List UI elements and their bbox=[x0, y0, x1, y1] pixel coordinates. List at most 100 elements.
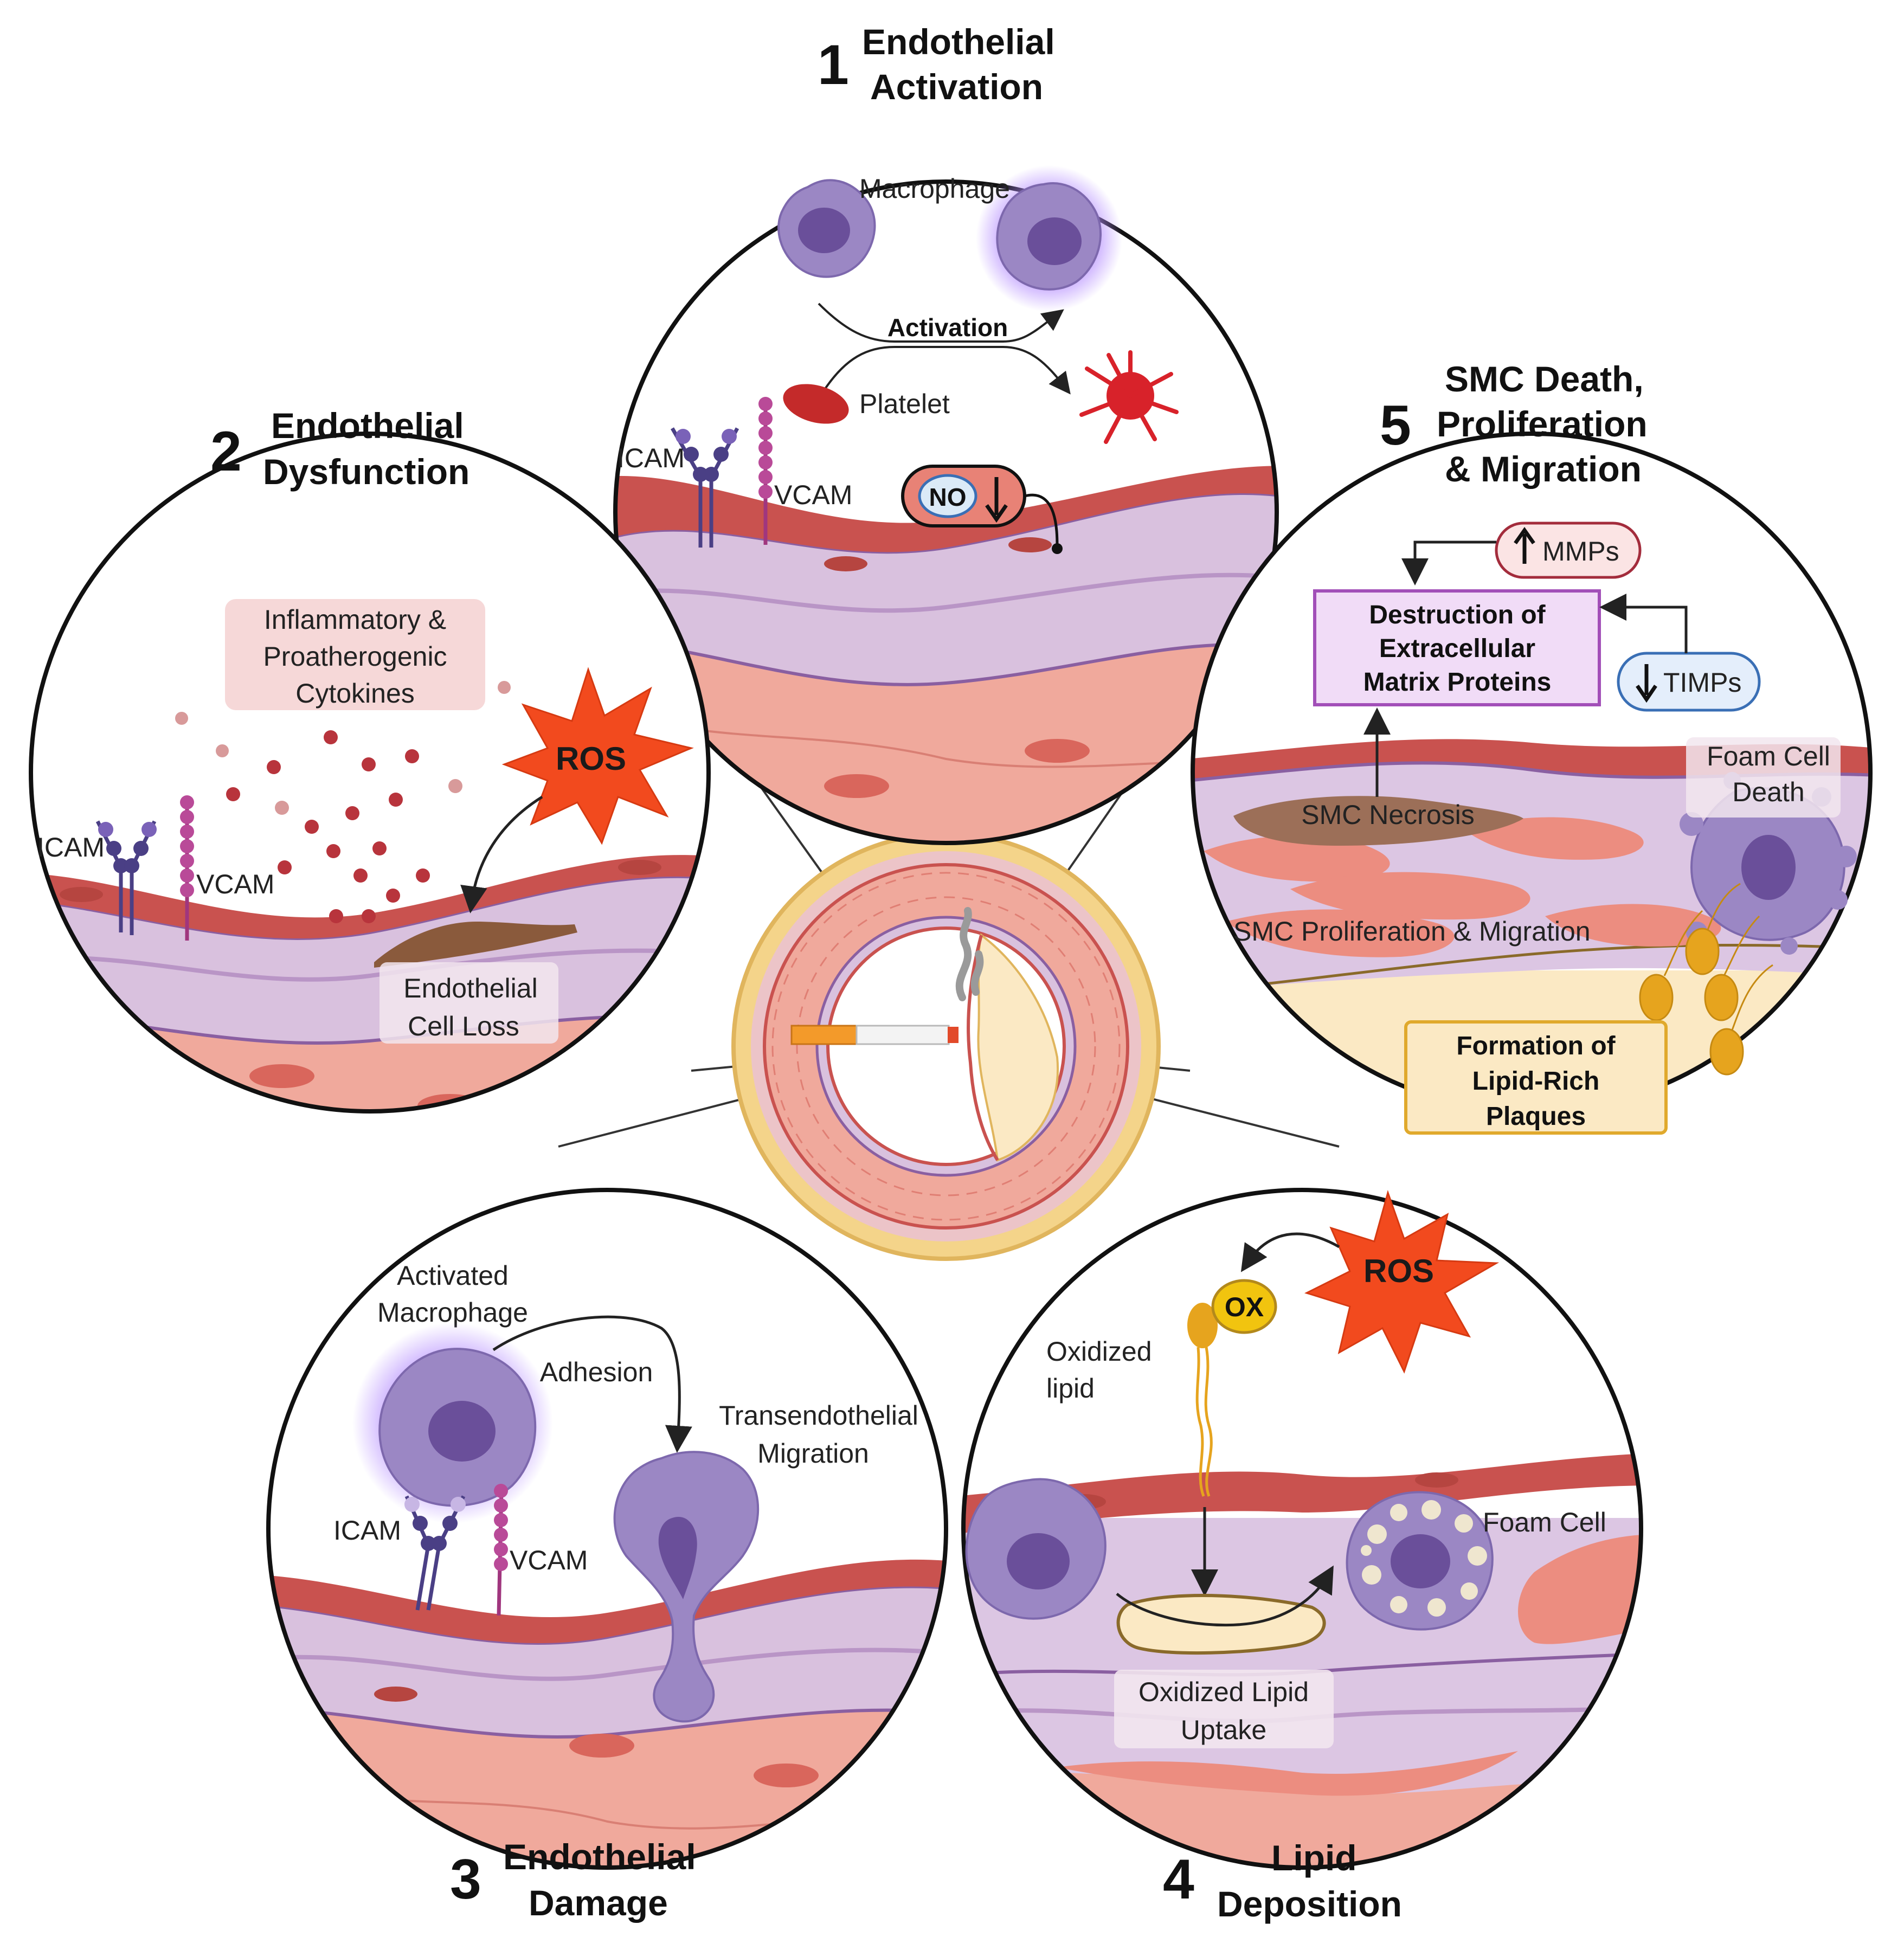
cytokines-label-box bbox=[225, 599, 485, 710]
activated-macrophage-label-line-1: Activated bbox=[397, 1260, 509, 1291]
foam-cell-label: Foam Cell bbox=[1483, 1507, 1606, 1537]
ecm-destruction-line-1: Destruction of bbox=[1369, 601, 1546, 629]
cigarette-icon bbox=[790, 1025, 959, 1045]
macrophage-label: Macrophage bbox=[859, 173, 1010, 204]
vcam-molecule bbox=[758, 397, 773, 545]
timps-badge: TIMPs bbox=[1617, 652, 1761, 712]
vcam-label-1: VCAM bbox=[774, 480, 852, 510]
ros-starburst: ROS bbox=[1304, 1190, 1500, 1374]
macrophage-cell bbox=[965, 1478, 1107, 1620]
smc-prolif-label: SMC Proliferation & Migration bbox=[1233, 916, 1591, 947]
panel-3-title-line-2: Damage bbox=[529, 1883, 668, 1923]
panel-2-title-line-1: Endothelial bbox=[271, 406, 464, 446]
activated-macrophage-cell bbox=[378, 1348, 537, 1507]
transendothelial-label-line-2: Migration bbox=[757, 1438, 869, 1469]
no-connector-dot bbox=[1052, 543, 1063, 554]
endothelial-cell-loss-shape bbox=[374, 922, 577, 968]
timps-label: TIMPs bbox=[1663, 667, 1741, 698]
vcam-label-2: VCAM bbox=[196, 869, 274, 899]
transendothelial-label-line-1: Transendothelial bbox=[719, 1400, 918, 1431]
cell-loss-label-line-1: Endothelial bbox=[403, 973, 537, 1003]
no-decrease-badge: NO bbox=[901, 465, 1026, 527]
timps-arrow bbox=[1599, 594, 1688, 653]
platelet-label: Platelet bbox=[859, 389, 950, 419]
vcam-molecule bbox=[180, 795, 194, 941]
panel-5-title-line-1: SMC Death, bbox=[1445, 359, 1644, 399]
no-label: NO bbox=[929, 483, 967, 511]
no-connector bbox=[1024, 493, 1059, 548]
smc-necrosis-label: SMC Necrosis bbox=[1301, 800, 1474, 830]
panel-1-number: 1 bbox=[818, 34, 849, 96]
smc-necrosis-shape bbox=[1233, 796, 1523, 846]
ros-label-2: ROS bbox=[556, 741, 626, 777]
foam-cell bbox=[1346, 1491, 1494, 1631]
mmps-label: MMPs bbox=[1542, 536, 1619, 567]
cytokines-label-line-2: Proatherogenic bbox=[263, 641, 447, 672]
ecm-destruction-box bbox=[1313, 589, 1601, 706]
panel-2-number: 2 bbox=[210, 420, 242, 483]
panel-4-title-line-1: Lipid bbox=[1271, 1838, 1357, 1878]
panel-2: Inflammatory & Proatherogenic Cytokines … bbox=[29, 432, 711, 1114]
ox-label: OX bbox=[1225, 1292, 1264, 1322]
panel-5: MMPs Destruction of Extracellular Matrix… bbox=[1191, 432, 1873, 1135]
panel-5-number: 5 bbox=[1380, 394, 1411, 457]
panel-1-title-line-1: Endothelial bbox=[862, 22, 1055, 62]
icam-molecule bbox=[670, 427, 739, 548]
foam-death-label-line-2: Death bbox=[1732, 777, 1804, 807]
cytokines-label-line-1: Inflammatory & bbox=[264, 604, 446, 635]
smoke-icon bbox=[955, 907, 984, 1001]
vcam-molecule bbox=[494, 1484, 508, 1616]
adhesion-arrow bbox=[492, 1315, 692, 1453]
plaque-formation-box bbox=[1404, 1020, 1668, 1135]
panel-2-title-line-2: Dysfunction bbox=[263, 452, 469, 492]
ros-arrow-2 bbox=[460, 795, 543, 913]
icam-label-1: ICAM bbox=[617, 443, 685, 473]
adhesion-label: Adhesion bbox=[540, 1357, 653, 1387]
macrophage-cell bbox=[777, 179, 876, 278]
plaque-formation-line-3: Plaques bbox=[1486, 1102, 1586, 1131]
cytokines-label-line-3: Cytokines bbox=[295, 678, 415, 709]
plaque-lipid-molecules bbox=[1639, 883, 1773, 1076]
platelet-cell bbox=[783, 384, 849, 424]
cytokine-particles bbox=[175, 681, 511, 923]
ros-arrow-4 bbox=[1240, 1232, 1340, 1272]
oxidized-lipid-label-line-2: lipid bbox=[1046, 1373, 1095, 1404]
foam-death-label-box bbox=[1686, 737, 1841, 818]
mmps-badge: MMPs bbox=[1495, 522, 1642, 579]
uptake-label-line-2: Uptake bbox=[1181, 1715, 1266, 1745]
foam-death-label-line-1: Foam Cell bbox=[1707, 741, 1830, 771]
migrating-macrophage-cell bbox=[613, 1451, 760, 1723]
ros-label-4: ROS bbox=[1363, 1253, 1434, 1289]
activation-arrows bbox=[818, 303, 1071, 395]
activated-macrophage-cell bbox=[996, 182, 1102, 291]
icam-label-3: ICAM bbox=[333, 1515, 401, 1546]
panel-1-title-line-2: Activation bbox=[870, 67, 1043, 107]
activated-macrophage-label-line-2: Macrophage bbox=[377, 1297, 528, 1328]
ecm-destruction-line-2: Extracellular bbox=[1379, 634, 1535, 663]
cell-loss-label-box bbox=[379, 962, 558, 1044]
panel-4: ROS OX Oxidized lipid Foam Cell bbox=[961, 1188, 1643, 1870]
artery-cross-section bbox=[731, 832, 1161, 1261]
uptake-label-box bbox=[1114, 1670, 1334, 1748]
icam-molecule bbox=[95, 820, 157, 935]
panel-5-title-line-2: Proliferation bbox=[1437, 404, 1648, 444]
ecm-destruction-line-3: Matrix Proteins bbox=[1363, 668, 1552, 697]
activation-label: Activation bbox=[887, 313, 1008, 342]
panel-4-number: 4 bbox=[1163, 1848, 1194, 1911]
plaque-formation-line-1: Formation of bbox=[1456, 1032, 1616, 1060]
panel-1: Macrophage Activation Platelet ICAM bbox=[613, 165, 1279, 845]
ros-starburst: ROS bbox=[501, 667, 694, 845]
activated-platelet-icon bbox=[1079, 350, 1179, 444]
uptake-label-line-1: Oxidized Lipid bbox=[1138, 1677, 1309, 1707]
panel-3: Activated Macrophage Adhesion Transendot… bbox=[266, 1188, 948, 1870]
uptake-arrow bbox=[1116, 1565, 1334, 1627]
vcam-label-3: VCAM bbox=[510, 1545, 588, 1575]
icam-label-2: ICAM bbox=[37, 832, 105, 863]
mmps-arrow bbox=[1401, 540, 1496, 585]
panel-3-number: 3 bbox=[450, 1848, 481, 1911]
oxidized-lipid-molecule: OX bbox=[1187, 1279, 1277, 1497]
panel-4-title-line-2: Deposition bbox=[1217, 1884, 1402, 1924]
icam-molecule bbox=[404, 1495, 466, 1611]
